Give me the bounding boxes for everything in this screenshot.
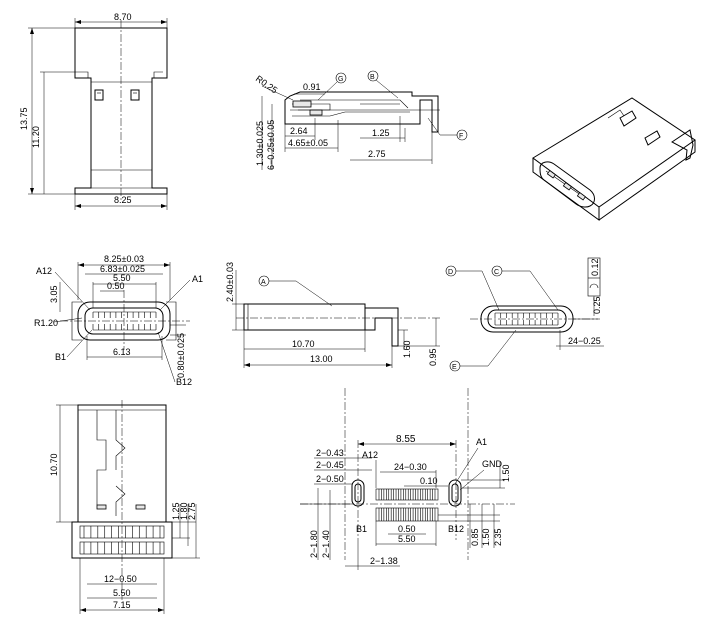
dim-1-50-fp: 1.50 (481, 528, 491, 546)
callout-a: A (261, 279, 266, 286)
front-view: 8.25±0.03 6.83±0.025 5.50 0.50 3.05 R1.2… (34, 254, 203, 387)
dim-8-25-front: 8.25±0.03 (104, 254, 144, 264)
dim-8-25: 8.25 (114, 195, 132, 205)
pin-label-a12: A12 (36, 266, 52, 276)
dim-2-35: 2.35 (493, 528, 503, 546)
dim-4-65: 4.65±0.05 (288, 138, 328, 148)
bottom-pad-row (79, 525, 165, 555)
pin-label-b12: B12 (176, 377, 192, 387)
dim-1-50-right: 1.50 (501, 464, 511, 482)
callout-c: C (494, 269, 499, 276)
footprint-label-a1: A1 (476, 437, 487, 447)
dim-8-70: 8.70 (114, 12, 132, 22)
pin-label-a1: A1 (192, 274, 203, 284)
dim-2-0-50: 2−0.50 (316, 474, 344, 484)
dim-2-1-80: 2−1.80 (309, 530, 319, 558)
footprint-pads-bottom (375, 507, 439, 522)
dim-5-50-fp: 5.50 (398, 534, 416, 544)
arrowheads (30, 20, 456, 612)
callout-d: D (448, 269, 453, 276)
footprint-pads-top (375, 488, 439, 501)
front-pins (92, 311, 157, 331)
dim-7-15: 7.15 (113, 600, 131, 610)
dim-0-50-fp: 0.50 (398, 524, 416, 534)
callout-g: G (338, 76, 343, 83)
dim-0-91: 0.91 (303, 82, 321, 92)
dim-5-50-bottom: 5.50 (113, 588, 131, 598)
dim-2-64: 2.64 (290, 126, 308, 136)
dim-6x0-25: 6−0.25±0.05 (266, 120, 276, 170)
dim-12-pins: 12−0.50 (104, 574, 137, 584)
dim-2-1-38: 2−1.38 (370, 556, 398, 566)
dim-11-20: 11.20 (31, 126, 41, 148)
dim-1-80-bottom: 1.80 (179, 502, 189, 520)
dim-10-70-side: 10.70 (292, 339, 315, 349)
dim-24-pins: 24−0.25 (568, 336, 601, 346)
dim-1-30: 1.30±0.025 (255, 121, 265, 166)
dim-0-10: 0.10 (420, 476, 438, 486)
callout-b: B (370, 74, 375, 81)
tol-0-25: 0.25 (592, 296, 602, 314)
dim-0-95: 0.95 (428, 348, 438, 366)
dim-3-05: 3.05 (49, 285, 59, 303)
dim-5-50-front: 5.50 (113, 273, 131, 283)
dim-2-0-45: 2−0.45 (316, 460, 344, 470)
callout-e: E (452, 364, 457, 371)
dim-0-50-front: 0.50 (107, 281, 125, 291)
dim-10-70-bottom: 10.70 (49, 453, 59, 476)
footprint-label-b12: B12 (448, 524, 464, 534)
section-view: R0.25 0.91 G B F 2.64 4.65±0.05 1.25 2.7… (254, 70, 468, 170)
bottom-view: 10.70 1.25 1.80 2.75 12−0.50 5.50 7.15 (49, 400, 200, 614)
dim-1-60: 1.60 (402, 340, 412, 358)
tol-0-12: 0.12 (590, 258, 600, 276)
dim-r0-25: R0.25 (254, 73, 279, 95)
dim-0-80: 0.80±0.025 (176, 333, 186, 378)
footprint-label-b1: B1 (356, 524, 367, 534)
footprint-label-a12: A12 (362, 450, 378, 460)
dim-r1-20: R1.20 (34, 318, 58, 328)
dim-2-75-bottom: 2.75 (187, 502, 197, 520)
isometric-view (532, 97, 696, 221)
pcb-footprint: 8.55 2−0.43 2−0.45 2−0.50 A12 24−0.30 0.… (300, 388, 515, 570)
top-view: 8.70 13.75 11.20 8.25 (19, 12, 168, 210)
pin-label-b1: B1 (55, 352, 66, 362)
side-view: A 2.40±0.03 10.70 13.00 1.60 0.95 (225, 262, 440, 368)
dim-2-40: 2.40±0.03 (225, 262, 235, 302)
end-view-pins (494, 312, 559, 326)
dim-13-75: 13.75 (19, 107, 29, 130)
dim-24-pins-fp: 24−0.30 (394, 462, 427, 472)
dim-2-75: 2.75 (368, 149, 386, 159)
dim-2-1-40: 2−1.40 (321, 530, 331, 558)
dim-2-0-43: 2−0.43 (316, 448, 344, 458)
dim-13-00: 13.00 (310, 354, 333, 364)
dim-1-25-bottom: 1.25 (171, 502, 181, 520)
dim-6-83: 6.83±0.025 (100, 264, 145, 274)
dim-1-25: 1.25 (372, 128, 390, 138)
dim-8-55: 8.55 (396, 434, 416, 445)
dim-0-85: 0.85 (470, 528, 480, 546)
end-view: D C E 0.12 0.25 24−0.25 (445, 257, 604, 372)
callout-f: F (459, 133, 463, 140)
footprint-label-gnd: GND (482, 459, 503, 469)
dim-6-13: 6.13 (113, 347, 131, 357)
